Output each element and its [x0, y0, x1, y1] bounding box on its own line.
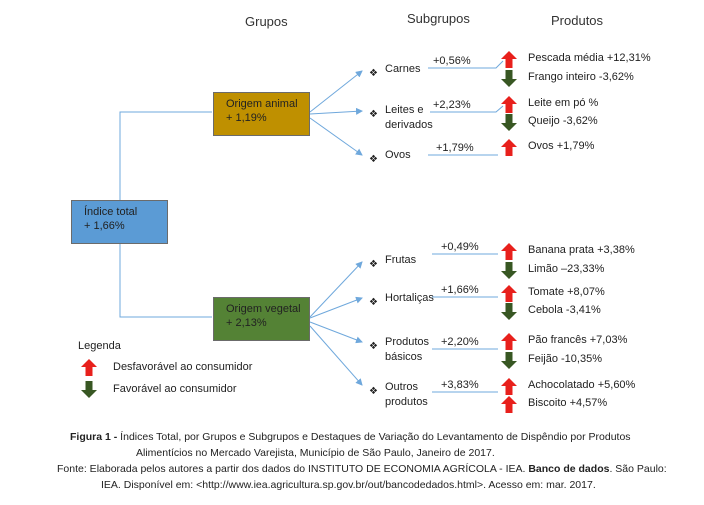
source-prefix: Fonte: Elaborada pelos autores a partir …	[57, 463, 529, 475]
subgroup-outros-produtos: ❖ Outros produtos	[369, 381, 428, 408]
subgroup-label-line2: derivados	[385, 119, 433, 131]
subgroup-frutas: ❖ Frutas	[369, 254, 416, 272]
connector-vegetal-frutas	[309, 261, 363, 318]
subgroup-ovos: ❖ Ovos	[369, 149, 411, 167]
header-subgrupos: Subgrupos	[407, 11, 470, 26]
subgroup-pct-basicos: +2,20%	[441, 336, 479, 348]
connector-animal-ovos	[309, 117, 363, 156]
connector-carnes-products	[428, 60, 504, 69]
subgroup-label: Carnes	[385, 63, 421, 75]
total-index-box: Índice total + 1,66%	[71, 200, 168, 244]
up-arrow-icon	[501, 96, 517, 113]
product-label: Frango inteiro -3,62%	[528, 71, 634, 83]
figure-source: Fonte: Elaborada pelos autores a partir …	[57, 461, 687, 493]
diamond-bullet-icon: ❖	[369, 109, 378, 120]
figure-label: Figura 1 -	[70, 431, 118, 443]
down-arrow-icon	[501, 352, 517, 369]
product-label: Limão –23,33%	[528, 263, 605, 275]
up-arrow-icon	[501, 378, 517, 395]
down-arrow-icon	[501, 70, 517, 87]
product-label: Pescada média +12,31%	[528, 52, 651, 64]
legend-down-arrow-icon	[81, 381, 97, 398]
subgroup-label: Ovos	[385, 149, 411, 161]
subgroup-pct-leites: +2,23%	[433, 99, 471, 111]
caption-line2: Alimentícios no Mercado Varejista, Munic…	[136, 447, 495, 459]
connector-vegetal-hortalicas	[309, 296, 363, 319]
subgroup-hortalicas: ❖ Hortaliças	[369, 292, 434, 310]
product-label: Cebola -3,41%	[528, 304, 601, 316]
header-produtos: Produtos	[551, 13, 604, 28]
legend-title: Legenda	[78, 340, 121, 352]
connector-vegetal-outros	[309, 325, 363, 386]
group-title: Origem vegetal	[226, 303, 301, 315]
subgroup-leites: ❖ Leites e derivados	[369, 104, 433, 131]
diamond-bullet-icon: ❖	[369, 68, 378, 79]
header-grupos: Grupos	[245, 14, 288, 29]
diamond-bullet-icon: ❖	[369, 154, 378, 165]
subgroup-pct-outros: +3,83%	[441, 379, 479, 391]
subgroup-pct-hortalicas: +1,66%	[441, 284, 479, 296]
down-arrow-icon	[501, 303, 517, 320]
subgroup-label-line2: básicos	[385, 351, 423, 363]
subgroup-produtos-basicos: ❖ Produtos básicos	[369, 336, 429, 363]
source-suffix: . São Paulo:	[609, 463, 667, 475]
subgroup-carnes: ❖ Carnes	[369, 63, 420, 81]
product-label: Pão francês +7,03%	[528, 334, 628, 346]
subgroup-label: Outros	[385, 381, 419, 393]
subgroup-label: Frutas	[385, 254, 417, 266]
subgroup-pct-carnes: +0,56%	[433, 55, 471, 67]
diamond-bullet-icon: ❖	[369, 297, 378, 308]
group-title: Origem animal	[226, 98, 298, 110]
connector-leites-products	[430, 105, 504, 113]
up-arrow-icon	[501, 51, 517, 68]
up-arrow-icon	[501, 285, 517, 302]
product-label: Achocolatado +5,60%	[528, 379, 636, 391]
product-label: Queijo -3,62%	[528, 115, 598, 127]
connector-animal-leites	[309, 107, 363, 115]
subgroup-label: Produtos	[385, 336, 430, 348]
source-line2: IEA. Disponível em: <http://www.iea.agri…	[101, 479, 596, 491]
up-arrow-icon	[501, 243, 517, 260]
group-value: + 2,13%	[226, 317, 267, 329]
legend-up-label: Desfavorável ao consumidor	[113, 361, 253, 373]
legend-up-arrow-icon	[81, 359, 97, 376]
product-label: Ovos +1,79%	[528, 140, 595, 152]
subgroup-pct-frutas: +0,49%	[441, 241, 479, 253]
connector-animal-carnes	[309, 70, 363, 113]
product-label: Feijão -10,35%	[528, 353, 602, 365]
diamond-bullet-icon: ❖	[369, 259, 378, 270]
subgroup-label: Leites e	[385, 104, 424, 116]
up-arrow-icon	[501, 396, 517, 413]
caption-line1: Índices Total, por Grupos e Subgrupos e …	[117, 431, 631, 443]
group-box-origem-vegetal: Origem vegetal + 2,13%	[213, 297, 310, 341]
subgroup-pct-ovos: +1,79%	[436, 142, 474, 154]
group-value: + 1,19%	[226, 112, 267, 124]
figure-caption: Figura 1 - Índices Total, por Grupos e S…	[70, 429, 680, 461]
source-bold: Banco de dados	[528, 463, 610, 475]
product-label: Leite em pó %	[528, 97, 599, 109]
product-label: Biscoito +4,57%	[528, 397, 608, 409]
connector-total-animal	[119, 111, 212, 200]
product-label: Banana prata +3,38%	[528, 244, 635, 256]
diamond-bullet-icon: ❖	[369, 341, 378, 352]
down-arrow-icon	[501, 262, 517, 279]
subgroup-label-line2: produtos	[385, 396, 428, 408]
legend-down-label: Favorável ao consumidor	[113, 383, 237, 395]
up-arrow-icon	[501, 139, 517, 156]
group-box-origem-animal: Origem animal + 1,19%	[213, 92, 310, 136]
subgroup-label: Hortaliças	[385, 292, 434, 304]
connector-vegetal-basicos	[309, 321, 363, 344]
total-index-value: + 1,66%	[84, 220, 125, 232]
diamond-bullet-icon: ❖	[369, 386, 378, 397]
product-label: Tomate +8,07%	[528, 286, 605, 298]
up-arrow-icon	[501, 333, 517, 350]
connector-total-vegetal	[119, 244, 212, 318]
total-index-title: Índice total	[84, 206, 138, 218]
down-arrow-icon	[501, 114, 517, 131]
